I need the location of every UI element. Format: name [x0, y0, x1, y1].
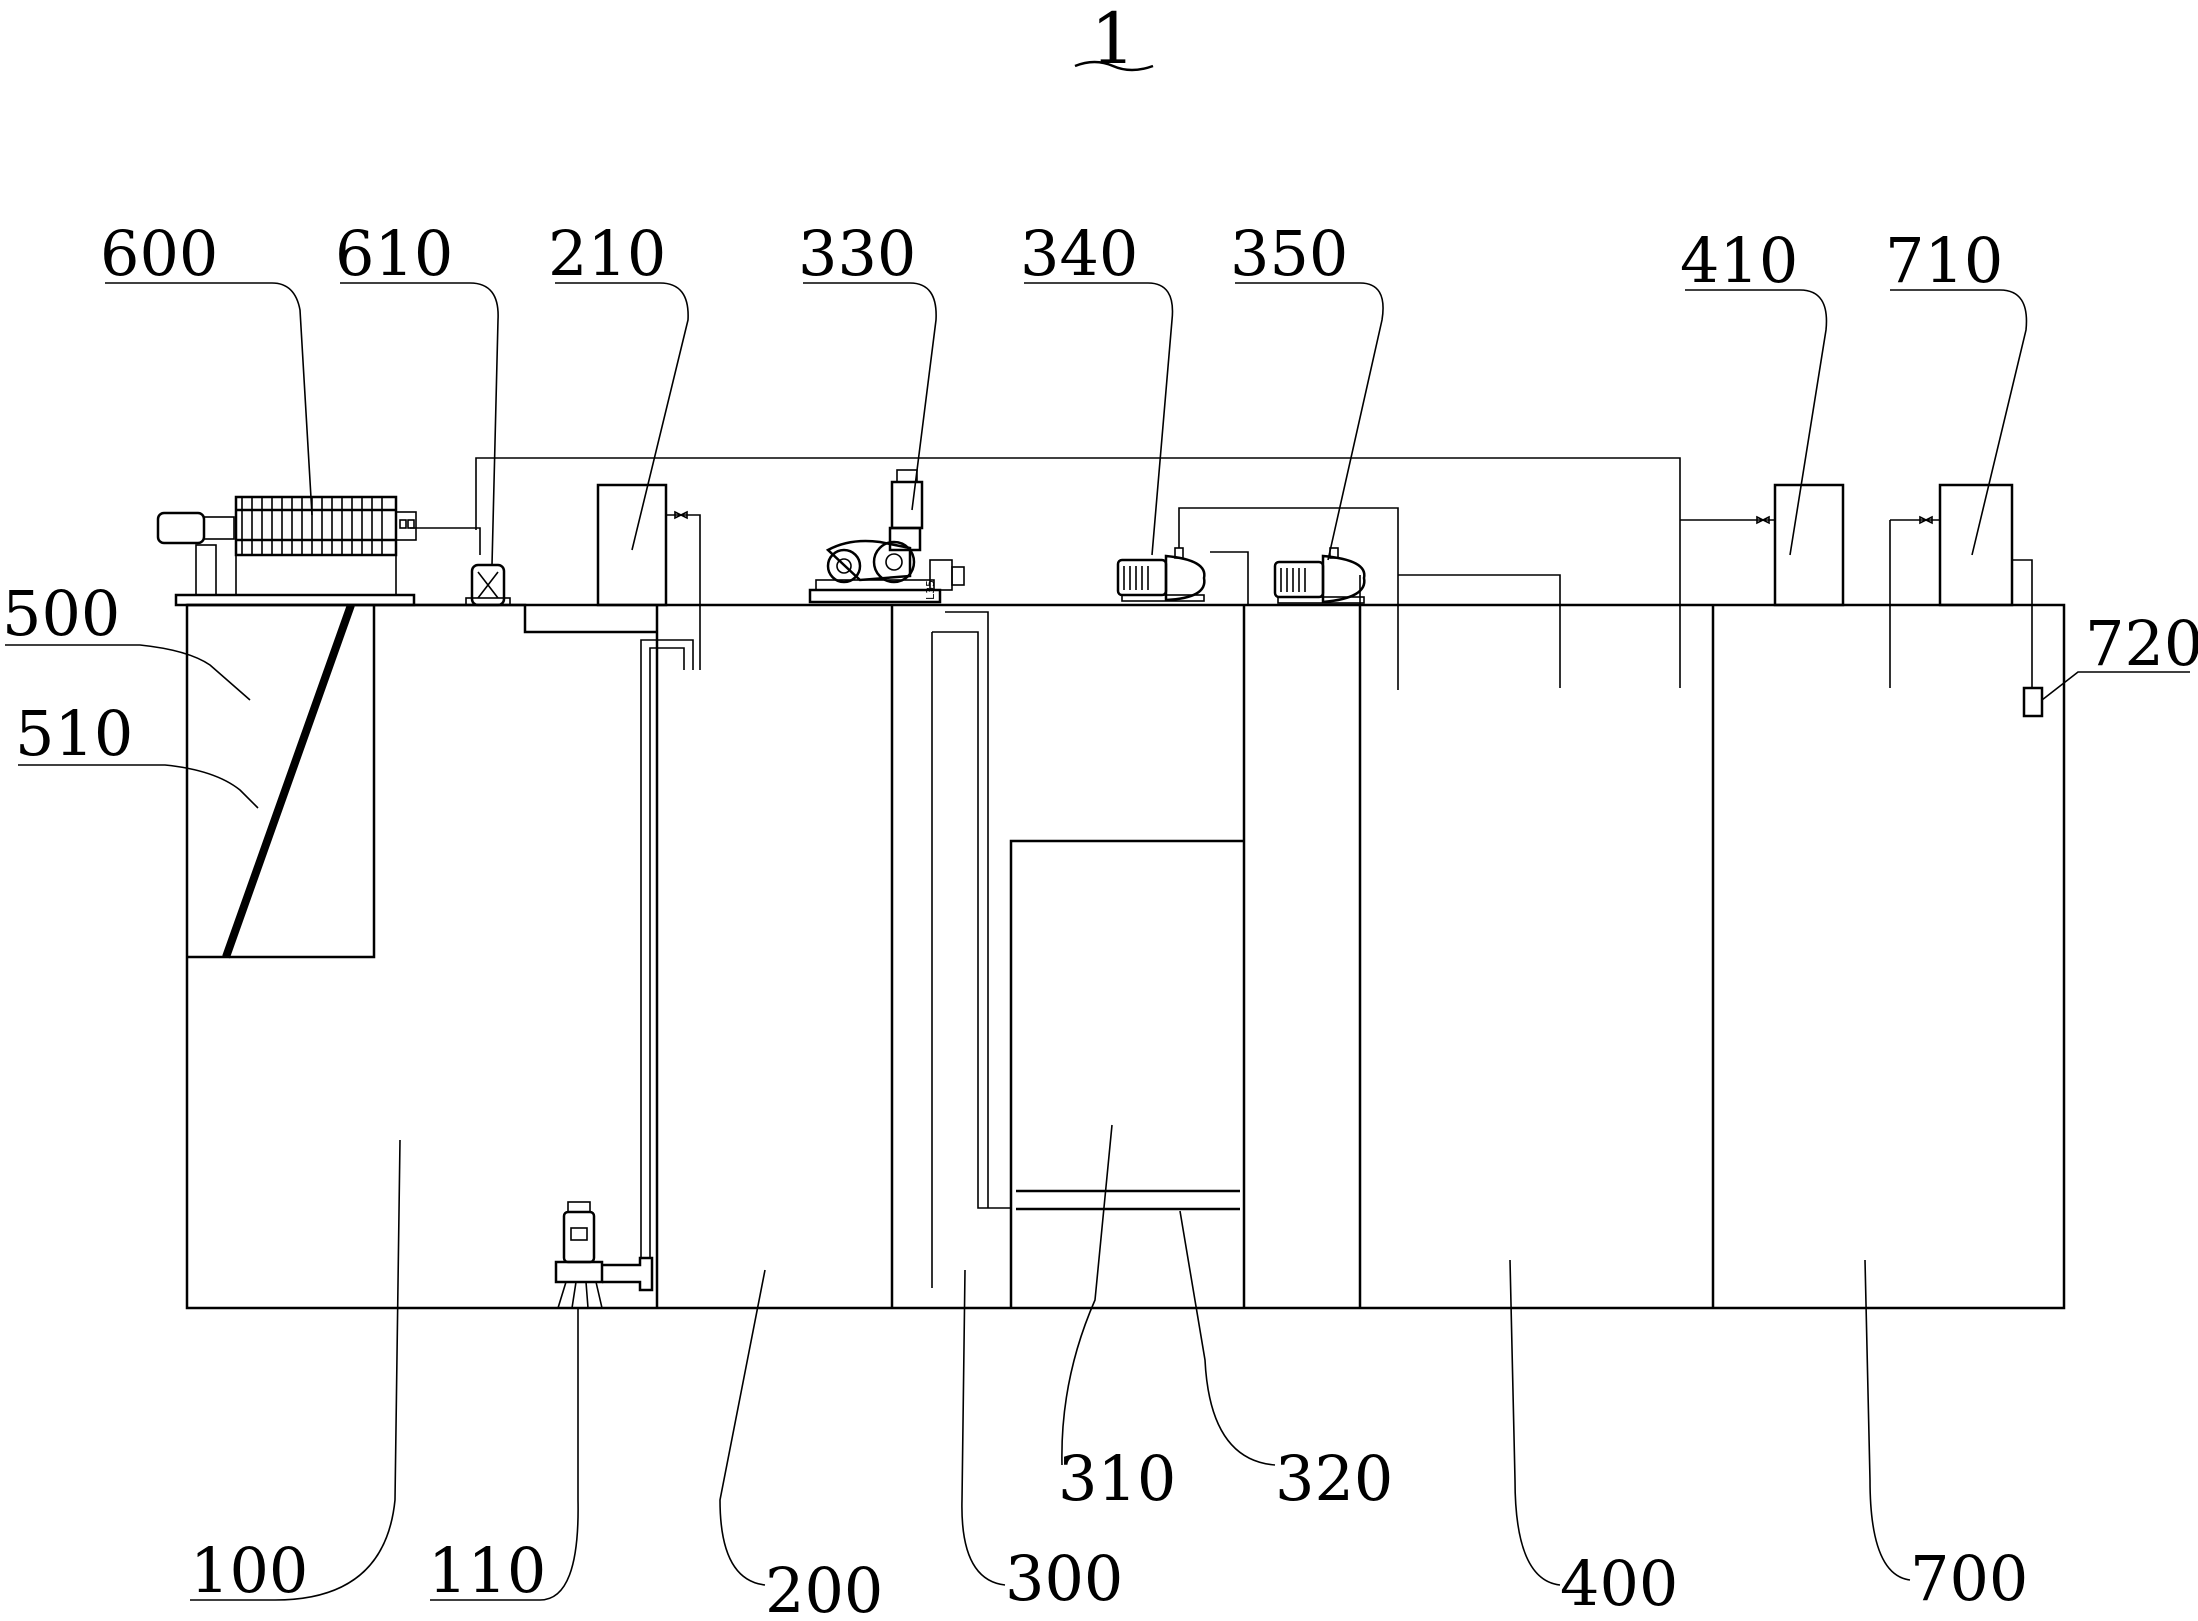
label-700: 700: [1910, 1542, 2028, 1615]
valve-210: [674, 510, 688, 520]
leader-200: [719, 1269, 766, 1586]
leader-310: [1061, 1124, 1113, 1466]
figure-number-underline: [1074, 60, 1154, 72]
leader-320: [1179, 1210, 1276, 1466]
label-320: 320: [1275, 1442, 1393, 1515]
blower-tag: L35: [924, 580, 937, 600]
label-100: 100: [190, 1534, 308, 1607]
label-710: 710: [1885, 224, 2003, 297]
main-tank: [185, 603, 2066, 1310]
reactor-box-310: [1009, 839, 1244, 1308]
leader-110: [430, 1308, 579, 1601]
label-600: 600: [100, 217, 218, 290]
leader-330: [803, 282, 937, 511]
label-510: 510: [15, 697, 133, 770]
label-200: 200: [765, 1554, 883, 1621]
label-610: 610: [335, 217, 453, 290]
leader-210: [555, 282, 689, 551]
leader-410: [1685, 289, 1828, 556]
support-frame-320: [1016, 1189, 1240, 1211]
label-310: 310: [1058, 1442, 1176, 1515]
valve-410: [1756, 515, 1770, 525]
leader-720: [2041, 671, 2190, 701]
sensor-720: [2022, 686, 2044, 718]
leader-500: [5, 644, 251, 701]
tank-710: [1938, 483, 2014, 607]
inclined-plate-510: [222, 603, 355, 959]
piping: [410, 457, 2033, 1288]
tank-410: [1773, 483, 1845, 607]
leader-lines: [5, 282, 2190, 1601]
label-340: 340: [1020, 217, 1138, 290]
leader-610: [340, 282, 499, 566]
submersible-pump-110: [554, 1201, 654, 1309]
label-110: 110: [428, 1534, 546, 1607]
leader-700: [1864, 1259, 1911, 1581]
pump-350: [1273, 547, 1366, 604]
valves: [674, 510, 1933, 525]
dosing-tank-210: [596, 483, 668, 607]
leader-400: [1509, 1259, 1561, 1586]
leader-710: [1890, 289, 2028, 556]
label-500: 500: [2, 577, 120, 650]
reference-numerals: 600 610 210 330 340 350 410 710 720 500 …: [2, 217, 2198, 1621]
label-330: 330: [798, 217, 916, 290]
leader-350: [1235, 282, 1384, 561]
label-210: 210: [548, 217, 666, 290]
settling-box-500: [187, 603, 376, 959]
blower-330: L35: [808, 469, 965, 604]
label-720: 720: [2085, 607, 2198, 680]
label-350: 350: [1230, 217, 1348, 290]
tank-partitions: [655, 605, 1715, 1308]
filter-press-600: [156, 495, 417, 607]
leader-600: [105, 282, 313, 516]
leader-300: [961, 1269, 1006, 1586]
figure-number: 1: [1091, 0, 1136, 80]
pump-340: [1116, 547, 1206, 602]
label-300: 300: [1005, 1542, 1123, 1615]
label-400: 400: [1560, 1547, 1678, 1620]
label-410: 410: [1680, 224, 1798, 297]
leader-510: [18, 764, 259, 809]
leader-100: [190, 1139, 401, 1601]
pump-610: [465, 563, 511, 607]
valve-710: [1919, 515, 1933, 525]
leader-340: [1024, 282, 1174, 556]
